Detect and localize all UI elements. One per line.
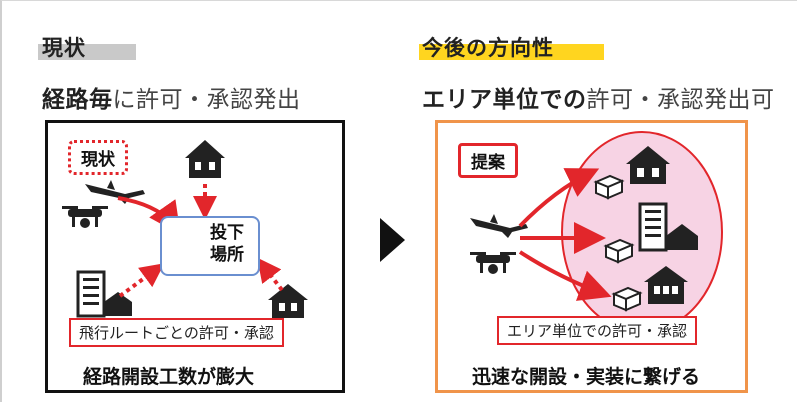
current-caption: 経路開設工数が膨大 [83, 366, 255, 388]
current-subtitle: 経路毎に許可・承認発出 [42, 80, 301, 114]
proposal-panel [435, 120, 748, 393]
next-chevron-icon [380, 218, 405, 262]
current-subtitle-rest: に許可・承認発出 [112, 87, 301, 113]
area-arrow-bottom [518, 250, 612, 301]
future-subtitle: エリア単位での許可・承認発出可 [422, 80, 775, 114]
drop-point-line2: 場所 [210, 245, 244, 265]
house-icon-area-bottom [644, 266, 688, 304]
future-subtitle-rest: 許可・承認発出可 [586, 87, 775, 113]
future-direction-tag: 今後の方向性 [422, 36, 554, 60]
house-icon-top [185, 140, 225, 178]
drop-point-line1: 投下 [210, 223, 244, 243]
future-subtitle-bold: エリア単位での [422, 87, 587, 113]
package-icon-top [593, 174, 625, 200]
route-arrow-dotted-right [257, 257, 284, 292]
drop-point-label: 投下場所 [204, 222, 250, 266]
current-tag-highlight [38, 44, 136, 60]
building-icon-area-middle [638, 202, 698, 252]
multicopter-drone-icon-right [470, 252, 516, 274]
future-tag-highlight [419, 44, 604, 60]
house-icon-area-top [626, 146, 670, 184]
house-icon-right [268, 284, 308, 318]
proposal-badge: 提案 [458, 143, 518, 178]
package-icon-middle [603, 238, 635, 264]
fixed-wing-drone-icon [85, 180, 145, 204]
current-subtitle-bold: 経路毎 [42, 87, 113, 113]
proposal-caption: 迅速な開設・実装に繋げる [472, 366, 701, 388]
fixed-wing-drone-icon-right [470, 214, 528, 238]
route-arrow-dotted-left [118, 263, 165, 298]
route-permission-label: 飛行ルートごとの許可・承認 [69, 318, 284, 347]
multicopter-drone-icon [62, 206, 108, 228]
area-permission-label: エリア単位での許可・承認 [497, 316, 698, 345]
building-icon-left [76, 270, 132, 318]
current-status-tag: 現状 [42, 36, 86, 60]
current-badge: 現状 [68, 140, 128, 175]
area-arrow-top [518, 168, 600, 228]
drop-point-box [160, 216, 260, 276]
package-icon-bottom [611, 286, 643, 312]
current-panel [45, 120, 345, 393]
